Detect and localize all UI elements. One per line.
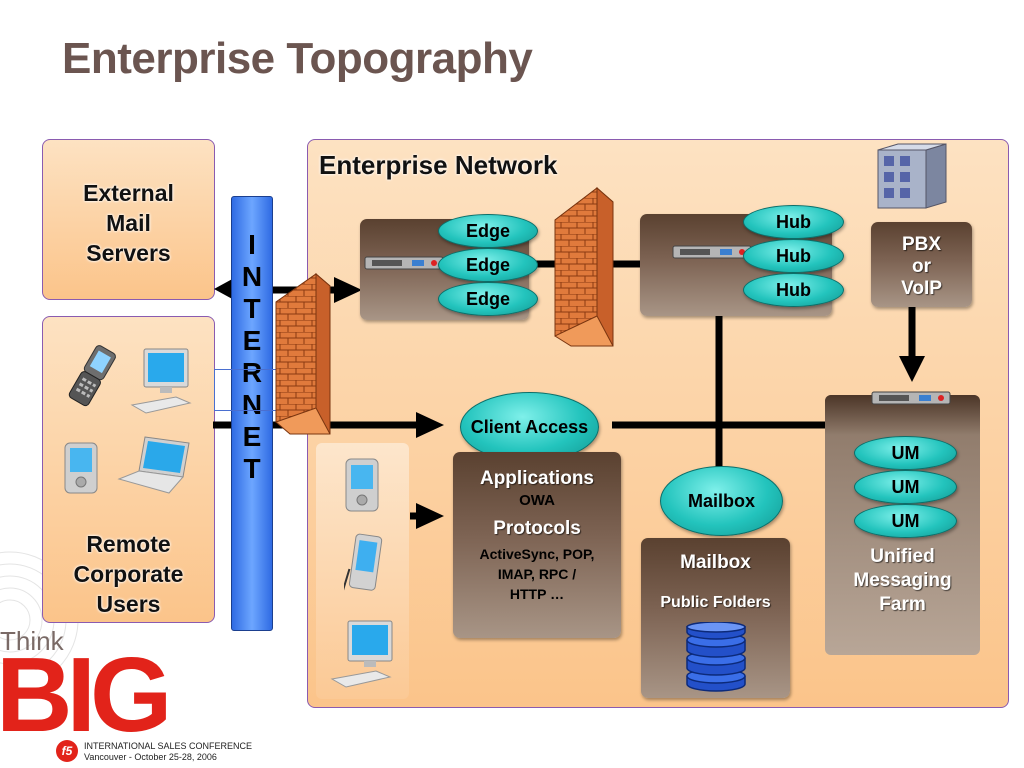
desktop-computer-icon bbox=[330, 620, 393, 688]
pda-icon bbox=[345, 458, 379, 512]
client-devices-panel bbox=[316, 443, 409, 699]
firewall-icon bbox=[275, 272, 331, 435]
database-icon bbox=[686, 622, 746, 692]
conference-location: Vancouver - October 25-28, 2006 bbox=[84, 752, 217, 762]
pocket-pc-icon bbox=[344, 533, 383, 595]
hub-pill: Hub bbox=[743, 205, 844, 239]
client-access-box: Applications OWA Protocols ActiveSync, P… bbox=[453, 452, 621, 638]
pbx-building-icon bbox=[877, 143, 947, 209]
pbx-box: PBX or VoIP bbox=[871, 222, 972, 307]
mailbox-box: Mailbox Public Folders bbox=[641, 538, 790, 698]
server-appliance-icon bbox=[672, 245, 752, 259]
internet-letter: I bbox=[248, 229, 256, 260]
internet-letter: E bbox=[242, 421, 262, 452]
public-folders-label: Public Folders bbox=[660, 594, 771, 611]
page-title: Enterprise Topography bbox=[62, 34, 533, 83]
server-appliance-icon bbox=[364, 256, 444, 270]
internet-letter: R bbox=[241, 357, 263, 388]
pbx-line3: VoIP bbox=[901, 278, 942, 299]
external-mail-line2: Mail bbox=[106, 210, 151, 236]
owa-label: OWA bbox=[519, 492, 555, 509]
protocols-label: Protocols bbox=[493, 518, 581, 539]
client-access-pill: Client Access bbox=[460, 392, 599, 462]
internet-bar: I N T E R N E T bbox=[231, 196, 273, 631]
internet-letter: E bbox=[242, 325, 262, 356]
um-pill: UM bbox=[854, 504, 957, 538]
applications-label: Applications bbox=[479, 468, 594, 489]
mailbox-title: Mailbox bbox=[680, 552, 751, 573]
remote-users-line3: Users bbox=[96, 591, 161, 617]
um-pill: UM bbox=[854, 470, 957, 504]
um-farm-line1: Unified bbox=[870, 546, 935, 567]
um-pill: UM bbox=[854, 436, 957, 470]
protocol-line3: HTTP … bbox=[509, 586, 565, 602]
hub-pill: Hub bbox=[743, 239, 844, 273]
protocol-line1: ActiveSync, POP, bbox=[479, 546, 595, 562]
pbx-line1: PBX bbox=[901, 234, 942, 255]
mailbox-pill: Mailbox bbox=[660, 466, 783, 536]
external-mail-line1: External bbox=[83, 180, 174, 206]
um-farm-line2: Messaging bbox=[853, 570, 952, 591]
conference-label: INTERNATIONAL SALES CONFERENCE bbox=[84, 741, 253, 751]
external-mail-servers-panel: External Mail Servers bbox=[42, 139, 215, 300]
server-appliance-icon bbox=[871, 391, 951, 405]
remote-users-panel: Remote Corporate Users bbox=[42, 316, 215, 623]
edge-pill: Edge bbox=[438, 214, 538, 248]
desktop-computer-icon bbox=[130, 348, 192, 414]
internet-letter: T bbox=[243, 453, 261, 484]
internet-letter: N bbox=[241, 261, 263, 292]
pbx-line2: or bbox=[912, 256, 931, 277]
hub-pill: Hub bbox=[743, 273, 844, 307]
edge-pill: Edge bbox=[438, 248, 538, 282]
f5-logo: f5 bbox=[56, 740, 78, 762]
firewall-icon bbox=[554, 186, 614, 347]
laptop-icon bbox=[117, 436, 190, 494]
remote-users-line1: Remote bbox=[86, 531, 171, 557]
big-logo-text: BIG bbox=[0, 636, 172, 754]
um-farm-line3: Farm bbox=[879, 594, 926, 615]
edge-pill: Edge bbox=[438, 282, 538, 316]
internet-letter: N bbox=[241, 389, 263, 420]
protocol-line2: IMAP, RPC / bbox=[497, 566, 577, 582]
enterprise-network-title: Enterprise Network bbox=[319, 150, 558, 180]
think-label: Think bbox=[0, 626, 64, 656]
pda-icon bbox=[64, 442, 98, 494]
remote-users-line2: Corporate bbox=[73, 561, 184, 587]
external-mail-line3: Servers bbox=[86, 240, 171, 266]
flip-phone-icon bbox=[68, 345, 116, 407]
internet-letter: T bbox=[243, 293, 261, 324]
